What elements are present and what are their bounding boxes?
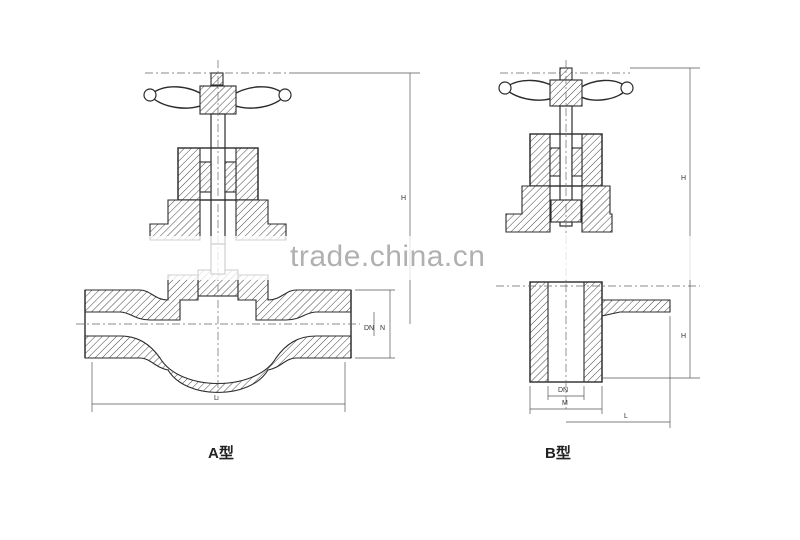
b-bonnet-nut-left	[529, 133, 551, 187]
dim-b-l-label: L	[624, 413, 628, 420]
bonnet-right	[235, 199, 287, 241]
type-b-valve: H H DN M L	[496, 60, 700, 428]
type-a-valve: H DN N L	[76, 60, 420, 412]
caption-type-a: A型	[208, 445, 234, 462]
bonnet-nut-left	[177, 147, 201, 201]
handwheel-right-knob	[278, 88, 292, 102]
b-handwheel-right-knob	[620, 81, 634, 95]
packing-left	[199, 161, 212, 193]
packing-right	[224, 161, 237, 193]
dim-a-dn-label: DN	[364, 325, 374, 332]
b-bonnet-nut-right	[581, 133, 603, 187]
caption-type-b: B型	[545, 445, 571, 462]
b-body-right	[583, 281, 671, 383]
body-left-upper	[84, 274, 199, 321]
bonnet-nut-right	[235, 147, 259, 201]
b-packing-right	[571, 147, 583, 177]
dim-a-n-label: N	[380, 325, 385, 332]
dim-a-h-label: H	[401, 195, 406, 202]
body-right-upper	[237, 274, 352, 321]
b-body-left	[529, 281, 549, 383]
dim-b-h-label: H	[681, 175, 686, 182]
b-handwheel-left-knob	[498, 81, 512, 95]
dim-b-h1-label: H	[681, 333, 686, 340]
handwheel-left-knob	[143, 88, 157, 102]
b-bonnet-right	[581, 185, 613, 233]
dim-a-l-label: L	[214, 395, 218, 402]
dim-b-dn-label: DN	[558, 387, 568, 394]
b-packing-left	[549, 147, 561, 177]
b-bonnet-left	[505, 185, 551, 233]
b-bonnet-nut-outline	[529, 133, 603, 187]
watermark-band	[140, 236, 700, 280]
bonnet-left	[149, 199, 201, 241]
dim-b-m-label: M	[562, 400, 568, 407]
watermark: trade.china.cn	[290, 240, 486, 273]
stem-nut	[210, 72, 224, 86]
